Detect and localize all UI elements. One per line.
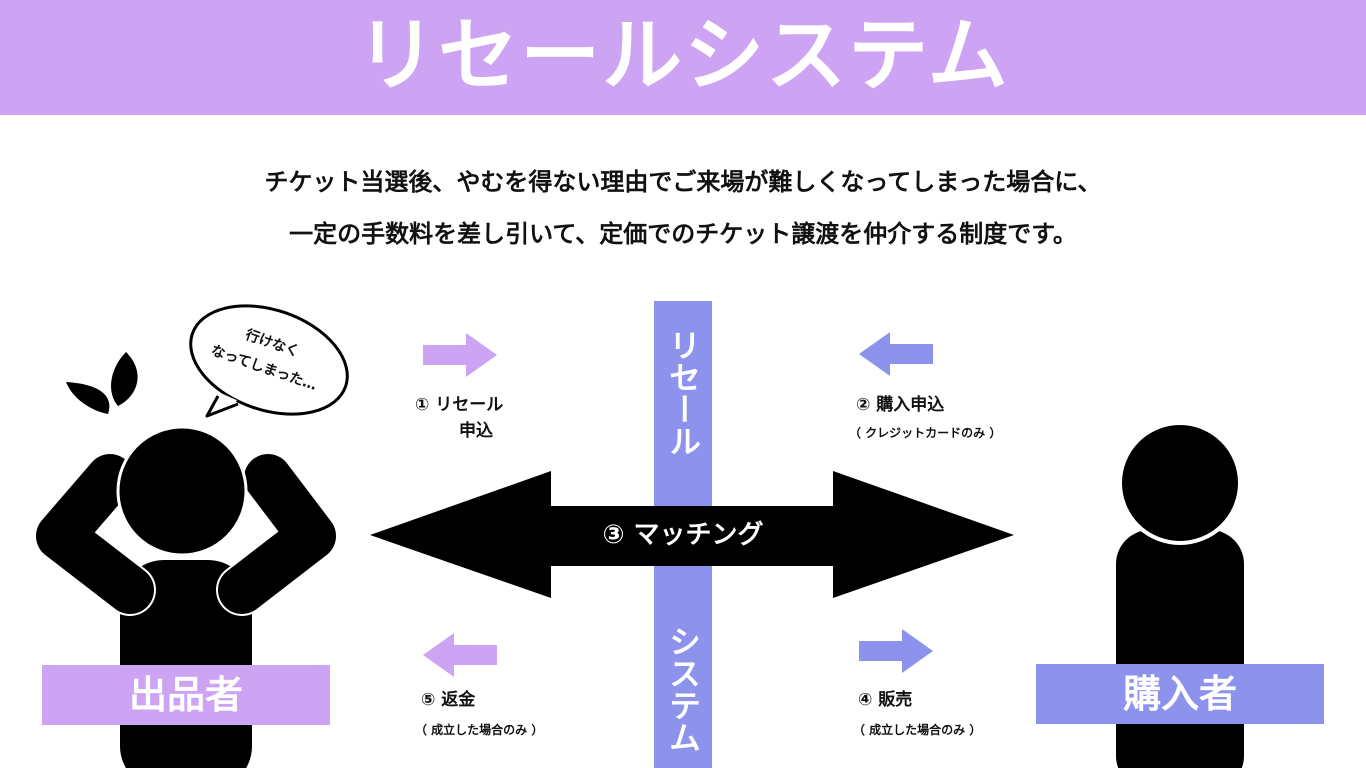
page-title: リセールシステム (356, 9, 1010, 102)
resale-system-label-top: リセール (664, 329, 702, 457)
matching-double-arrow (370, 471, 1014, 598)
step-2-arrow (859, 332, 933, 376)
resale-system-label-bottom: システム (664, 625, 702, 753)
sweat-drop-icon (111, 352, 138, 406)
description-line-1: チケット当選後、やむを得ない理由でご来場が難しくなってしまった場合に、 (264, 168, 1102, 196)
buyer-label: 購入者 (1036, 664, 1324, 724)
step-1-label-line-2: 申込 (459, 421, 493, 441)
step-1-label: ① リセール (415, 395, 504, 415)
seller-label: 出品者 (42, 665, 330, 725)
step-5-arrow (423, 633, 497, 677)
step-4-label: ④ 販売 (858, 690, 913, 710)
speech-bubble (189, 304, 349, 418)
header-bar (0, 0, 1366, 115)
description-line-2: 一定の手数料を差し引いて、定価でのチケット譲渡を仲介する制度です。 (289, 220, 1077, 248)
step-4-arrow (859, 629, 933, 673)
sweat-drop-icon (66, 382, 110, 414)
step-3-label: ③ マッチング (602, 520, 764, 550)
step-4-note: （ 成立した場合のみ ） (853, 723, 982, 737)
step-1-arrow (423, 333, 497, 377)
step-5-label: ⑤ 返金 (421, 690, 476, 710)
step-2-label: ② 購入申込 (856, 395, 945, 415)
step-5-note: （ 成立した場合のみ ） (415, 723, 544, 737)
step-2-note: （ クレジットカードのみ ） (849, 426, 1002, 440)
